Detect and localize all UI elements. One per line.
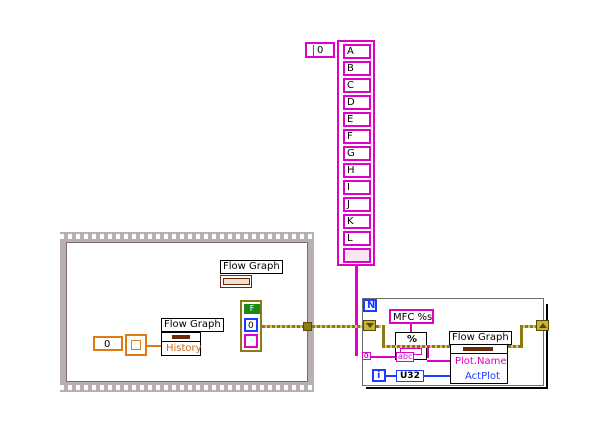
flow-graph-refnum[interactable] bbox=[220, 275, 252, 288]
array-index-value: 0 bbox=[317, 45, 324, 56]
numeric-constant-value: 0 bbox=[104, 339, 111, 350]
array-element[interactable]: B bbox=[343, 61, 371, 76]
array-element[interactable]: E bbox=[343, 112, 371, 127]
format-wire bbox=[410, 324, 412, 332]
format-glyph: % bbox=[407, 334, 418, 345]
pn2-refnum-bar-icon bbox=[463, 347, 493, 351]
numeric-constant[interactable]: 0 bbox=[93, 336, 123, 351]
film-perforations-bottom bbox=[60, 385, 314, 390]
string-wire-loop bbox=[371, 356, 397, 358]
pn-header bbox=[162, 333, 200, 342]
cluster-wire-loop-5 bbox=[520, 325, 523, 348]
loop-shadow-right bbox=[546, 304, 548, 389]
string-wire-tag: abc bbox=[396, 352, 415, 362]
cluster-wire-loop-6 bbox=[520, 325, 536, 328]
array-element[interactable]: F bbox=[343, 129, 371, 144]
iteration-label: i bbox=[377, 370, 381, 381]
pn-refnum-bar-icon bbox=[172, 335, 190, 339]
loop-count-label: N bbox=[367, 300, 376, 311]
shift-register-right[interactable] bbox=[536, 320, 549, 331]
pn2-header bbox=[451, 345, 507, 354]
plot-property-node[interactable]: Plot.Name ActPlot bbox=[450, 344, 508, 384]
loop-shadow-bottom bbox=[366, 387, 548, 389]
array-element[interactable]: I bbox=[343, 180, 371, 195]
cluster-string[interactable] bbox=[244, 334, 258, 348]
loop-count-terminal[interactable]: N bbox=[363, 299, 377, 312]
loop-iteration-terminal[interactable]: i bbox=[372, 369, 386, 382]
format-string-value: MFC %s bbox=[393, 312, 433, 323]
film-perforations-top bbox=[60, 234, 314, 239]
history-property[interactable]: History bbox=[166, 343, 202, 354]
cluster-wire-loop bbox=[376, 325, 381, 328]
cluster-numeric[interactable]: 0 bbox=[244, 318, 258, 332]
sequence-tunnel[interactable] bbox=[303, 322, 312, 331]
flow-graph-ref-label: Flow Graph bbox=[220, 260, 283, 274]
flow-graph-pn-label-1: Flow Graph bbox=[161, 318, 224, 332]
array-element[interactable]: C bbox=[343, 78, 371, 93]
array-icon bbox=[131, 340, 141, 350]
down-arrow-icon bbox=[366, 323, 374, 328]
actplot-property[interactable]: ActPlot bbox=[465, 371, 500, 382]
array-element[interactable]: L bbox=[343, 231, 371, 246]
array-element[interactable]: D bbox=[343, 95, 371, 110]
loop-index-tunnel[interactable]: 0 bbox=[362, 352, 371, 360]
shift-register-left[interactable] bbox=[363, 320, 376, 331]
index-tunnel-value: 0 bbox=[364, 352, 369, 360]
flat-sequence-structure[interactable] bbox=[60, 232, 314, 392]
refnum-icon bbox=[223, 278, 250, 285]
initialize-array-node[interactable] bbox=[125, 334, 147, 356]
string-array-constant[interactable]: A B C D E F G H I J K L bbox=[337, 40, 375, 266]
array-element-empty[interactable] bbox=[343, 248, 371, 263]
cluster-wire-out bbox=[312, 325, 364, 328]
array-element[interactable]: J bbox=[343, 197, 371, 212]
u32-conversion-node[interactable]: U32 bbox=[396, 370, 424, 382]
flow-graph-pn-label-2: Flow Graph bbox=[449, 331, 512, 345]
bool-constant[interactable]: F bbox=[244, 304, 260, 314]
cluster-wire-loop-2 bbox=[382, 325, 385, 347]
index-arrows-icon[interactable] bbox=[308, 45, 314, 56]
string-wire-out bbox=[427, 346, 429, 358]
array-element[interactable]: H bbox=[343, 163, 371, 178]
array-element[interactable]: G bbox=[343, 146, 371, 161]
cluster-wire bbox=[262, 325, 307, 328]
u32-label: U32 bbox=[400, 371, 420, 381]
index-wire bbox=[386, 375, 396, 377]
format-string-constant[interactable]: MFC %s bbox=[389, 309, 434, 324]
cluster-numeric-value: 0 bbox=[248, 321, 254, 331]
up-arrow-icon bbox=[539, 323, 547, 328]
array-element[interactable]: K bbox=[343, 214, 371, 229]
array-index-display[interactable]: 0 bbox=[305, 42, 335, 58]
array-element[interactable]: A bbox=[343, 44, 371, 59]
array-wire bbox=[355, 266, 358, 356]
cluster-wire-loop-4 bbox=[508, 345, 522, 348]
u32-wire bbox=[424, 375, 450, 377]
string-wire-out-2 bbox=[427, 360, 451, 362]
cluster-wire-loop-3 bbox=[382, 345, 450, 348]
history-property-node[interactable]: History bbox=[161, 332, 202, 356]
numeric-wire bbox=[147, 345, 161, 347]
plot-name-property[interactable]: Plot.Name bbox=[455, 356, 507, 367]
cluster-constant[interactable]: F 0 bbox=[240, 300, 262, 352]
